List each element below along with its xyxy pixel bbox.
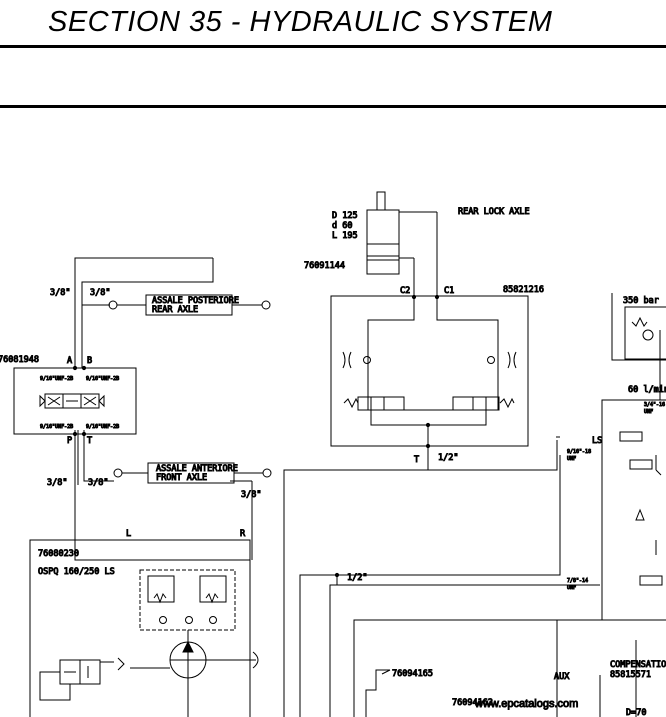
rear-lock-cylinder: [366, 191, 438, 300]
line-size-label-2: 3/8": [90, 288, 110, 298]
valve-thread-b: 9/16"UNF-2B: [86, 376, 119, 382]
relief-pressure-label: 350 bar: [623, 296, 659, 306]
directional-valve-part-number: 76081948: [0, 355, 39, 365]
ls-port-label: LS: [592, 436, 602, 446]
cylinder-stroke-label: L 195: [332, 231, 358, 241]
lock-valve-t-port-label: T: [414, 455, 419, 465]
thread-spec-2-unit: UNF: [567, 585, 576, 591]
port-c1-label: C1: [444, 286, 454, 296]
port-c2-label: C2: [400, 286, 410, 296]
left-hydraulic-lines: [74, 257, 253, 561]
cylinder-rod-label: d 60: [332, 221, 352, 231]
thread-spec-1-unit: UNF: [567, 456, 576, 462]
steering-port-l: L: [126, 529, 131, 539]
supply-line-size: 1/2": [347, 573, 367, 583]
compensation-part-number: 85815571: [610, 670, 651, 680]
valve-thread-a: 9/16"UNF-2B: [40, 376, 73, 382]
lock-valve-part-number: 85821216: [503, 285, 544, 295]
line-size-label-4: 3/8": [88, 478, 108, 488]
steering-model: OSPQ 160/250 LS: [38, 567, 115, 577]
valve-port-a: A: [67, 356, 72, 366]
part-76094165-label: 76094165: [392, 669, 433, 679]
priority-valve: [611, 293, 666, 361]
header-rule-bottom: [0, 105, 666, 108]
rear-axle-label-en: REAR AXLE: [152, 305, 198, 315]
header-rule-top: [0, 45, 666, 48]
diameter-label: D=70: [626, 708, 646, 717]
thread-spec-top: 3/4"-16: [644, 402, 665, 408]
valve-thread-p: 9/16"UNF-2B: [40, 424, 73, 430]
valve-port-p: P: [67, 436, 72, 446]
steering-unit: [29, 539, 259, 717]
cylinder-part-number: 76091144: [304, 261, 345, 271]
pump-control-block: [601, 330, 666, 717]
front-axle-block: [113, 462, 272, 484]
thread-spec-1: 9/16"-18: [567, 449, 591, 455]
rear-lock-axle-label: REAR LOCK AXLE: [458, 207, 530, 217]
front-axle-label-en: FRONT AXLE: [156, 473, 207, 483]
thread-spec-top-unit: UNF: [644, 409, 653, 415]
line-size-label-5: 3/8": [241, 490, 261, 500]
aux-label: AUX: [554, 672, 570, 682]
cylinder-bore-label: D 125: [332, 211, 358, 221]
flow-rate-label: 60 l/min: [628, 385, 666, 395]
page-header: SECTION 35 - HYDRAULIC SYSTEM: [0, 0, 666, 110]
compensation-label: COMPENSATION: [610, 660, 666, 670]
line-size-label-1: 3/8": [50, 288, 70, 298]
directional-valve: [13, 365, 137, 437]
supply-lines: [283, 440, 602, 717]
line-size-label-3: 3/8": [47, 478, 67, 488]
valve-port-t: T: [87, 436, 92, 446]
lock-valve-line-size: 1/2": [438, 453, 458, 463]
valve-thread-t: 9/16"UNF-2B: [86, 424, 119, 430]
lock-valve-block: [330, 294, 529, 449]
rear-axle-block: [108, 294, 271, 316]
front-axle-label-it: ASSALE ANTERIORE: [156, 464, 238, 474]
rear-axle-label-it: ASSALE POSTERIORE: [152, 296, 239, 306]
thread-spec-2: 7/8"-14: [567, 578, 588, 584]
steering-port-r: R: [240, 529, 246, 539]
valve-port-b: B: [87, 356, 92, 366]
steering-part-number: 76080230: [38, 549, 79, 559]
watermark-text: www.epcatalogs.com: [474, 698, 578, 710]
bottom-part-number: 76094162: [452, 698, 493, 708]
page-title: SECTION 35 - HYDRAULIC SYSTEM: [48, 6, 553, 38]
